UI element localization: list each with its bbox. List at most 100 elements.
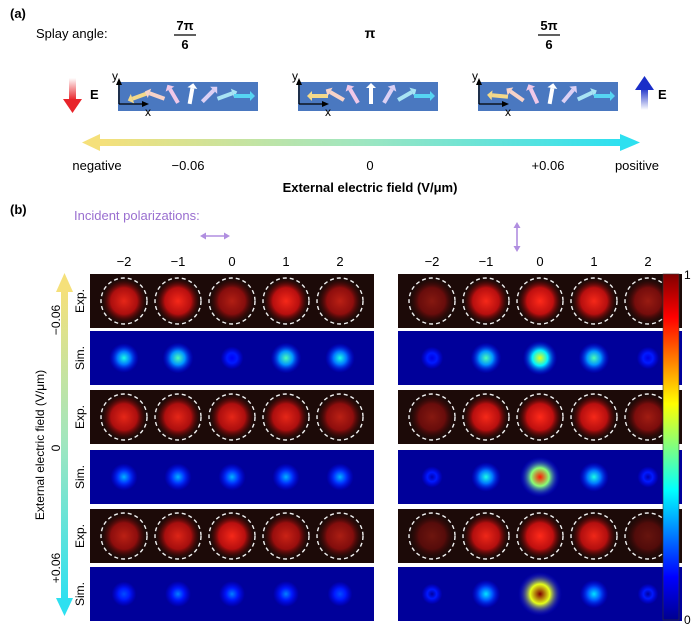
scale-negative-label: negative [72, 158, 121, 173]
director-arrow-icon [366, 83, 376, 104]
exp-spot [100, 277, 148, 325]
sim-spot [636, 346, 660, 370]
order-label: 2 [336, 254, 343, 269]
director-arrow-icon [561, 86, 577, 104]
sim-spot [327, 581, 353, 607]
director-arrow-icon [216, 88, 238, 101]
exp-spot [154, 512, 202, 560]
side-axis-title: External electric field (V/μm) [33, 370, 47, 520]
sim-spot [637, 583, 659, 605]
lc-cell: yx [112, 69, 258, 119]
sim-strip [90, 450, 374, 504]
order-label: 0 [228, 254, 235, 269]
sim-spot [326, 463, 354, 491]
scale-tick-center: 0 [366, 158, 373, 173]
order-label: −1 [171, 254, 186, 269]
exp-spot [316, 393, 364, 441]
exp-spot [408, 277, 456, 325]
exp-spot [262, 393, 310, 441]
axis-y-label: y [472, 69, 478, 83]
director-arrow-icon [200, 86, 218, 104]
e-field-label-right: E [658, 87, 667, 102]
sim-spot [578, 342, 610, 374]
sim-strip [398, 450, 682, 504]
director-arrow-icon [165, 84, 180, 104]
sim-spot [522, 340, 558, 376]
exp-spot [516, 393, 564, 441]
sim-spot [518, 572, 562, 616]
sim-strip [398, 331, 682, 385]
sim-spot [270, 342, 302, 374]
director-arrow-icon [187, 83, 198, 105]
director-arrow-icon [594, 91, 615, 101]
row-label: Sim. [73, 346, 87, 370]
e-field-up-icon [635, 76, 654, 110]
axis-x-label: x [505, 105, 511, 119]
exp-spot [462, 277, 510, 325]
exp-spot [462, 393, 510, 441]
exp-spot [208, 277, 256, 325]
sim-strip [398, 567, 682, 621]
exp-spot [208, 393, 256, 441]
exp-strip [398, 274, 682, 328]
order-label: 1 [590, 254, 597, 269]
axis-x-label: x [145, 105, 151, 119]
sim-spot [637, 466, 659, 488]
sim-spot [579, 462, 609, 492]
exp-spot [516, 512, 564, 560]
director-arrow-icon [307, 91, 328, 101]
exp-spot [408, 393, 456, 441]
exp-spot [154, 393, 202, 441]
panel-b-label: (b) [10, 202, 27, 217]
row-labels: Exp.Sim.Exp.Sim.Exp.Sim. [73, 289, 87, 606]
side-tick-bottom: +0.06 [49, 552, 63, 583]
xy-axes-icon: yx [472, 69, 511, 119]
angle-numerator: 7π [176, 18, 193, 33]
sim-spot [109, 343, 139, 373]
exp-strip [90, 390, 374, 444]
director-arrow-icon [382, 84, 397, 104]
row-label: Exp. [73, 289, 87, 313]
angle-denominator: 6 [181, 37, 188, 52]
sim-spot [471, 462, 501, 492]
sim-spot [110, 463, 138, 491]
sim-spot [470, 342, 502, 374]
exp-strip [90, 509, 374, 563]
row-label: Sim. [73, 582, 87, 606]
scale-tick-left: −0.06 [172, 158, 205, 173]
xy-axes-icon: yx [112, 69, 151, 119]
colorbar [662, 273, 680, 621]
row-label: Exp. [73, 524, 87, 548]
lc-cell: yx [292, 69, 438, 119]
side-tick-top: −0.06 [49, 304, 63, 335]
scale-positive-label: positive [615, 158, 659, 173]
axis-x-label: x [325, 105, 331, 119]
sim-spot [421, 583, 443, 605]
exp-spot [570, 393, 618, 441]
exp-spot [462, 512, 510, 560]
sim-spot [421, 466, 443, 488]
sim-strip [90, 331, 374, 385]
order-label: 0 [536, 254, 543, 269]
xy-axes-icon: yx [292, 69, 331, 119]
order-label: −1 [479, 254, 494, 269]
sim-spot [273, 581, 299, 607]
exp-spot [570, 512, 618, 560]
exp-spot [516, 277, 564, 325]
director-arrow-icon [547, 83, 558, 105]
sim-spot [471, 579, 501, 609]
exp-spot [316, 512, 364, 560]
angle-5pi-6: 5π 6 [538, 18, 560, 52]
side-field-arrow [56, 273, 73, 616]
order-label: 2 [644, 254, 651, 269]
director-arrow-icon [144, 88, 166, 101]
horizontal-polarization-icon [200, 232, 230, 240]
director-arrow-icon [325, 87, 345, 102]
angle-numerator: 5π [540, 18, 557, 33]
panel-a-label: (a) [10, 6, 26, 21]
director-arrow-icon [414, 91, 435, 101]
order-label: 1 [282, 254, 289, 269]
